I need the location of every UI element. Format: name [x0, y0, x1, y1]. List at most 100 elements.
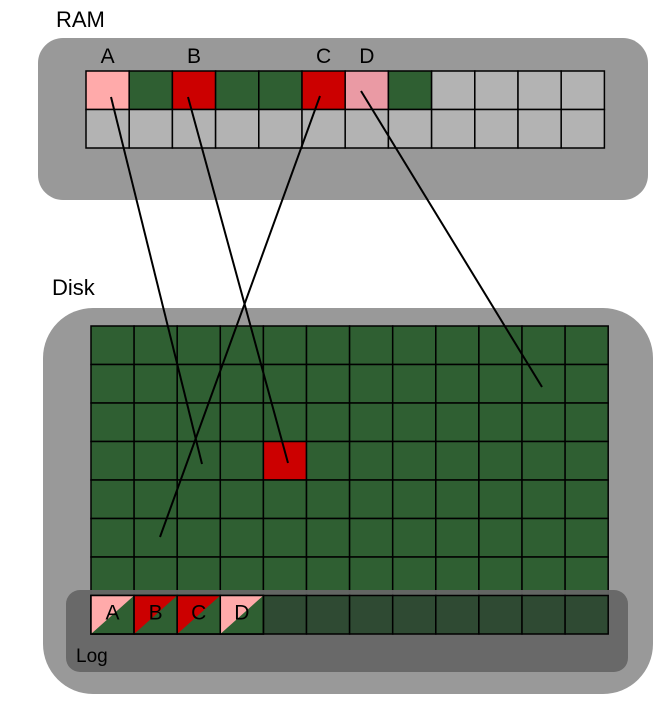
- ram-cell: [128, 70, 174, 111]
- log-entry-triangle: [177, 595, 221, 634]
- disk-cell: [435, 517, 480, 558]
- disk-cell: [305, 440, 351, 481]
- ram-cell: [258, 70, 303, 111]
- disk-cell: [133, 325, 178, 366]
- disk-cell: [262, 479, 308, 520]
- disk-cell: [521, 479, 566, 520]
- disk-cell: [90, 363, 135, 404]
- connector-a: [110, 96, 203, 465]
- disk-cell: [564, 363, 609, 404]
- disk-cell: [478, 479, 523, 520]
- ram-cell: [517, 70, 562, 111]
- disk-cell: [348, 325, 394, 366]
- ram-label: A: [101, 45, 115, 68]
- disk-cell: [176, 517, 222, 558]
- disk-cell: [564, 402, 609, 443]
- ram-cell: [171, 70, 217, 111]
- ram-cell: [344, 70, 390, 111]
- disk-cell: [90, 402, 135, 443]
- disk-cell: [348, 479, 394, 520]
- disk-cell: [305, 325, 351, 366]
- ram-label: C: [316, 45, 331, 68]
- disk-cell: [478, 517, 523, 558]
- disk-cell: [435, 402, 480, 443]
- disk-cell: [176, 556, 222, 597]
- disk-cell: [564, 325, 609, 366]
- disk-cell: [176, 325, 222, 366]
- disk-cell: [478, 325, 523, 366]
- disk-cell: [219, 479, 265, 520]
- log-entry-border: [219, 594, 265, 635]
- disk-cell: [133, 363, 178, 404]
- disk-cell: [521, 440, 566, 481]
- disk-cell: [478, 556, 523, 597]
- log-cell: [348, 594, 394, 635]
- disk-cell: [219, 556, 265, 597]
- disk-cell: [348, 402, 394, 443]
- log-cell: [564, 594, 609, 635]
- ram-cell: [560, 108, 606, 149]
- disk-cell: [262, 556, 308, 597]
- disk-cell: [564, 517, 609, 558]
- ram-cell: [387, 108, 433, 149]
- disk-cell: [521, 517, 566, 558]
- disk-cell: [176, 363, 222, 404]
- disk-cell: [133, 517, 178, 558]
- disk-cell: [521, 363, 566, 404]
- disk-cell: [348, 517, 394, 558]
- disk-cell: [219, 440, 265, 481]
- disk-cell: [305, 479, 351, 520]
- disk-cell: [90, 440, 135, 481]
- log-cell: [478, 594, 523, 635]
- disk-cell: [478, 402, 523, 443]
- disk-cell: [391, 517, 437, 558]
- ram-cell: [258, 108, 303, 149]
- disk-cell: [391, 363, 437, 404]
- disk-cell: [478, 363, 523, 404]
- disk-cell: [435, 325, 480, 366]
- log-cell: [521, 594, 566, 635]
- log-entry-triangle: [134, 595, 178, 634]
- log-entry-label: D: [234, 602, 249, 625]
- log-entry-triangle: [220, 595, 264, 634]
- disk-cell: [521, 402, 566, 443]
- disk-cell: [133, 440, 178, 481]
- disk-cell: [133, 402, 178, 443]
- disk-cell: [391, 402, 437, 443]
- disk-cell: [133, 479, 178, 520]
- log-cell: [435, 594, 480, 635]
- disk-cell: [348, 556, 394, 597]
- disk-cell: [90, 556, 135, 597]
- disk-cell: [435, 556, 480, 597]
- ram-cell: [301, 70, 346, 111]
- log-entry-triangle: [91, 595, 135, 634]
- log-title: Log: [76, 646, 108, 667]
- log-entry-label: C: [191, 602, 206, 625]
- disk-cell: [176, 479, 222, 520]
- ram-cell: [214, 70, 260, 111]
- ram-cell: [214, 108, 260, 149]
- disk-cell: [90, 479, 135, 520]
- disk-cell: [219, 325, 265, 366]
- disk-cell: [391, 556, 437, 597]
- disk-cell: [219, 363, 265, 404]
- disk-cell: [219, 402, 265, 443]
- ram-cell: [85, 70, 130, 111]
- disk-cell: [262, 402, 308, 443]
- disk-cell: [133, 556, 178, 597]
- disk-cell: [564, 440, 609, 481]
- ram-cell: [128, 108, 174, 149]
- disk-cell: [305, 363, 351, 404]
- ram-title: RAM: [56, 7, 105, 32]
- log-entry-label: B: [149, 602, 163, 625]
- disk-cell: [305, 556, 351, 597]
- connector-b: [187, 96, 289, 464]
- ram-label: B: [187, 45, 201, 68]
- disk-cell: [391, 440, 437, 481]
- disk-cell: [305, 517, 351, 558]
- disk-cell: [435, 363, 480, 404]
- disk-cell: [176, 402, 222, 443]
- ram-cell: [430, 70, 476, 111]
